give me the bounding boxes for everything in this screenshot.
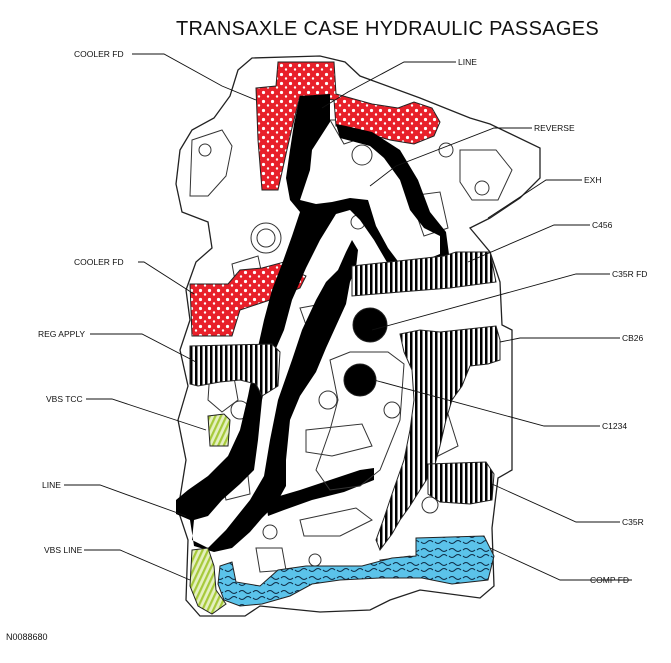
cb26-passage bbox=[375, 325, 501, 552]
label-vbs-line: VBS LINE bbox=[44, 545, 83, 555]
label-reg-apply: REG APPLY bbox=[38, 329, 85, 339]
label-c35r-fd: C35R FD bbox=[612, 269, 647, 279]
c1234-port bbox=[343, 363, 377, 397]
label-line-top: LINE bbox=[458, 57, 477, 67]
line-branch-passage bbox=[266, 468, 374, 516]
c35r-fd-port bbox=[352, 307, 388, 343]
vbs-line-passage bbox=[189, 547, 227, 615]
vbs-tcc-passage bbox=[207, 413, 231, 447]
label-c35r: C35R bbox=[622, 517, 644, 527]
label-exh: EXH bbox=[584, 175, 601, 185]
reg-apply-passage bbox=[189, 343, 281, 397]
label-reverse: REVERSE bbox=[534, 123, 575, 133]
label-c1234: C1234 bbox=[602, 421, 627, 431]
line-passage bbox=[176, 94, 450, 552]
label-cooler-fd-mid: COOLER FD bbox=[74, 257, 124, 267]
label-c456: C456 bbox=[592, 220, 613, 230]
label-cb26: CB26 bbox=[622, 333, 644, 343]
label-vbs-tcc: VBS TCC bbox=[46, 394, 83, 404]
c35r-passage bbox=[427, 461, 495, 505]
c1234-passage bbox=[315, 351, 405, 491]
c456-passage bbox=[351, 251, 497, 297]
label-comp-fd: COMP FD bbox=[590, 575, 629, 585]
label-cooler-fd-top: COOLER FD bbox=[74, 49, 124, 59]
cooler-fd-top-passage bbox=[255, 61, 441, 191]
figure-id: N0088680 bbox=[6, 632, 48, 642]
diagram-title: TRANSAXLE CASE HYDRAULIC PASSAGES bbox=[176, 18, 599, 40]
label-line-bottom: LINE bbox=[42, 480, 61, 490]
comp-fd-passage bbox=[217, 535, 495, 607]
leader-lines bbox=[64, 53, 632, 581]
